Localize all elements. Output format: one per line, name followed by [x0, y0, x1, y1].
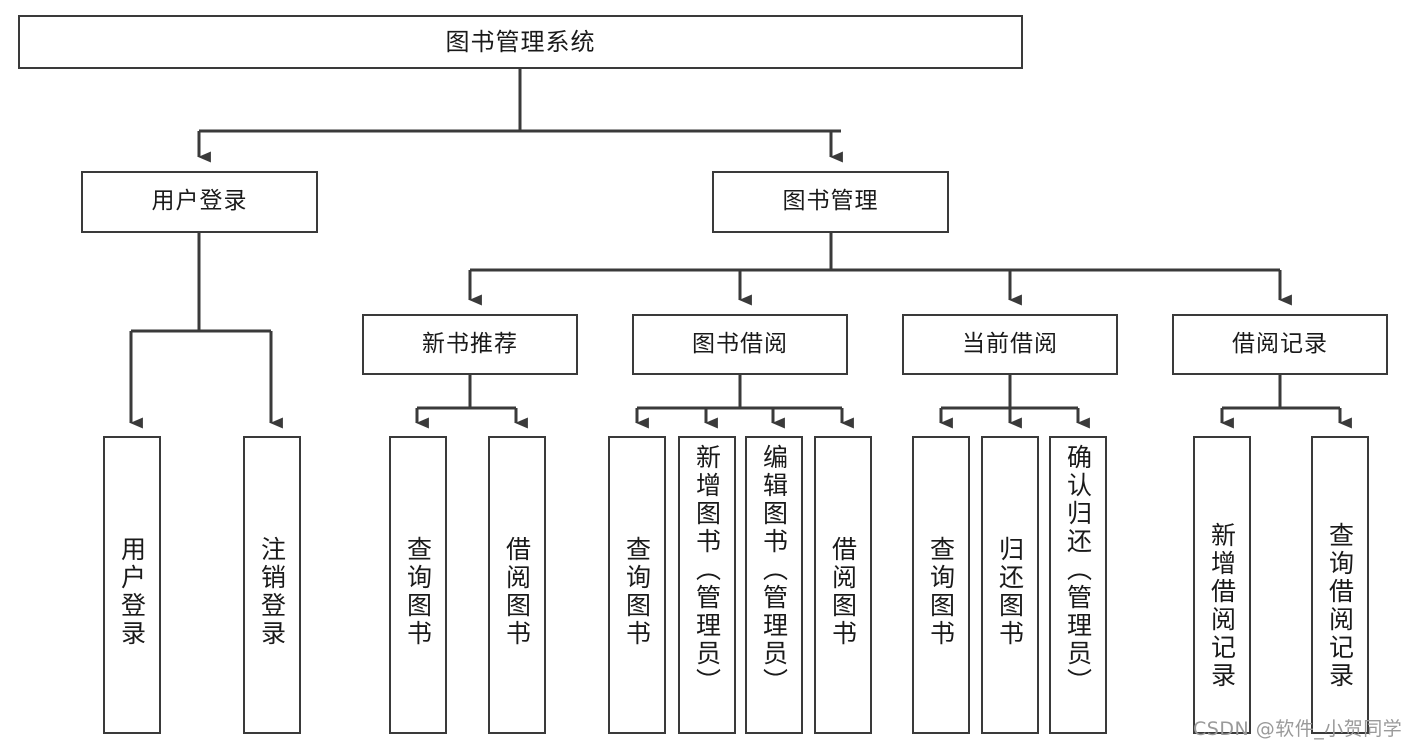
node-label: 图书管理 — [782, 188, 879, 215]
node-label: 当前借阅 — [962, 330, 1058, 357]
leaf-book-borrow-edit-book-admin[interactable]: 编辑图书（管理员） — [745, 436, 803, 734]
leaf-borrow-record-query-record[interactable]: 查询借阅记录 — [1311, 436, 1369, 734]
node-label: 归还图书 — [995, 536, 1025, 648]
node-label: 新增借阅记录 — [1207, 522, 1237, 690]
leaf-new-book-query-book[interactable]: 查询图书 — [389, 436, 447, 734]
node-book-borrow[interactable]: 图书借阅 — [632, 314, 848, 375]
node-label: 借阅图书 — [502, 536, 532, 648]
node-label: 注销登录 — [257, 536, 287, 648]
node-label: 借阅图书 — [828, 536, 858, 648]
node-label: 新增图书（管理员） — [692, 444, 722, 696]
leaf-book-borrow-query-book[interactable]: 查询图书 — [608, 436, 666, 734]
node-label: 用户登录 — [151, 188, 248, 215]
watermark-text: CSDN @软件_小贺同学 — [1193, 718, 1403, 740]
node-label: 查询图书 — [403, 536, 433, 648]
node-book-management[interactable]: 图书管理 — [712, 171, 949, 233]
leaf-book-borrow-add-book-admin[interactable]: 新增图书（管理员） — [678, 436, 736, 734]
node-label: 编辑图书（管理员） — [759, 444, 789, 696]
leaf-book-borrow-borrow-book[interactable]: 借阅图书 — [814, 436, 872, 734]
node-label: 查询借阅记录 — [1325, 522, 1355, 690]
node-borrow-record[interactable]: 借阅记录 — [1172, 314, 1388, 375]
node-label: 新书推荐 — [422, 330, 518, 357]
node-user-login[interactable]: 用户登录 — [81, 171, 318, 233]
node-new-book-recommend[interactable]: 新书推荐 — [362, 314, 578, 375]
leaf-current-borrow-confirm-return-admin[interactable]: 确认归还（管理员） — [1049, 436, 1107, 734]
leaf-borrow-record-add-record[interactable]: 新增借阅记录 — [1193, 436, 1251, 734]
node-label: 图书管理系统 — [445, 27, 596, 56]
node-label: 确认归还（管理员） — [1063, 444, 1093, 696]
leaf-new-book-borrow-book[interactable]: 借阅图书 — [488, 436, 546, 734]
node-label: 借阅记录 — [1232, 330, 1328, 357]
node-current-borrow[interactable]: 当前借阅 — [902, 314, 1118, 375]
node-label: 查询图书 — [622, 536, 652, 648]
node-label: 图书借阅 — [692, 330, 788, 357]
node-root-book-management-system[interactable]: 图书管理系统 — [18, 15, 1023, 69]
leaf-current-borrow-query-book[interactable]: 查询图书 — [912, 436, 970, 734]
leaf-current-borrow-return-book[interactable]: 归还图书 — [981, 436, 1039, 734]
node-label: 查询图书 — [926, 536, 956, 648]
node-label: 用户登录 — [117, 536, 147, 648]
leaf-user-login-login[interactable]: 用户登录 — [103, 436, 161, 734]
leaf-user-login-logout[interactable]: 注销登录 — [243, 436, 301, 734]
